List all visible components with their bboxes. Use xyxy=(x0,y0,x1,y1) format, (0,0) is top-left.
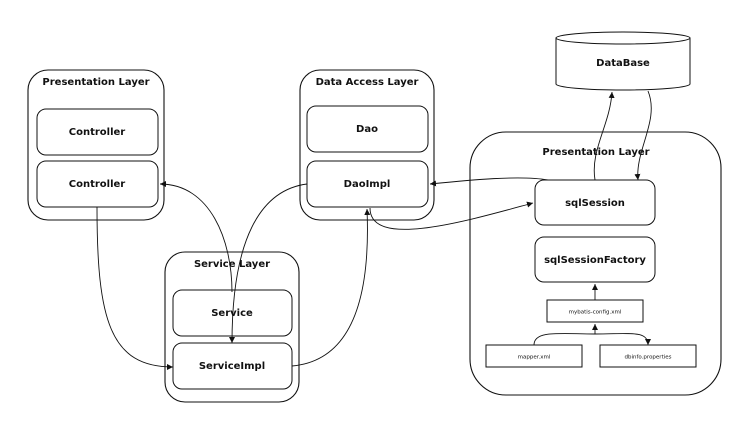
dbinfo-properties-label: dbinfo.properties xyxy=(624,355,671,361)
daoimpl-label: DaoImpl xyxy=(344,179,391,190)
arrow-sqlsession-to-daoimpl xyxy=(429,177,549,187)
dao-box xyxy=(306,105,429,153)
sqlsession-label: sqlSession xyxy=(565,198,625,209)
presentation-layer-left-title: Presentation Layer xyxy=(42,77,149,88)
arrow-sqlsession-to-database xyxy=(593,91,615,181)
arrow-serviceimpl-to-daoimpl xyxy=(291,208,371,367)
controller-label-1: Controller xyxy=(69,127,126,138)
arrow-database-to-sqlsession xyxy=(634,90,652,181)
dao-label: Dao xyxy=(356,124,378,135)
arrow-daoimpl-to-sqlsession xyxy=(369,201,534,230)
controller-box-2 xyxy=(36,160,159,208)
sqlsessionfactory-box xyxy=(534,236,656,283)
mybatis-config-label: mybatis-config.xml xyxy=(569,310,622,316)
arrow-controller-to-serviceimpl xyxy=(96,206,174,370)
arrow-daoimpl-to-serviceimpl xyxy=(229,183,308,344)
serviceimpl-label: ServiceImpl xyxy=(199,361,265,372)
service-layer-title: Service Layer xyxy=(194,259,270,270)
arrow-service-to-controller xyxy=(159,181,233,293)
data-access-layer-title: Data Access Layer xyxy=(316,77,419,88)
service-label: Service xyxy=(211,308,253,319)
controller-box-1 xyxy=(36,108,159,156)
database-cylinder xyxy=(555,31,691,91)
controller-label-2: Controller xyxy=(69,179,126,190)
mapper-xml-label: mapper.xml xyxy=(518,355,551,361)
database-label: DataBase xyxy=(596,58,650,69)
sqlsessionfactory-label: sqlSessionFactory xyxy=(544,255,646,266)
